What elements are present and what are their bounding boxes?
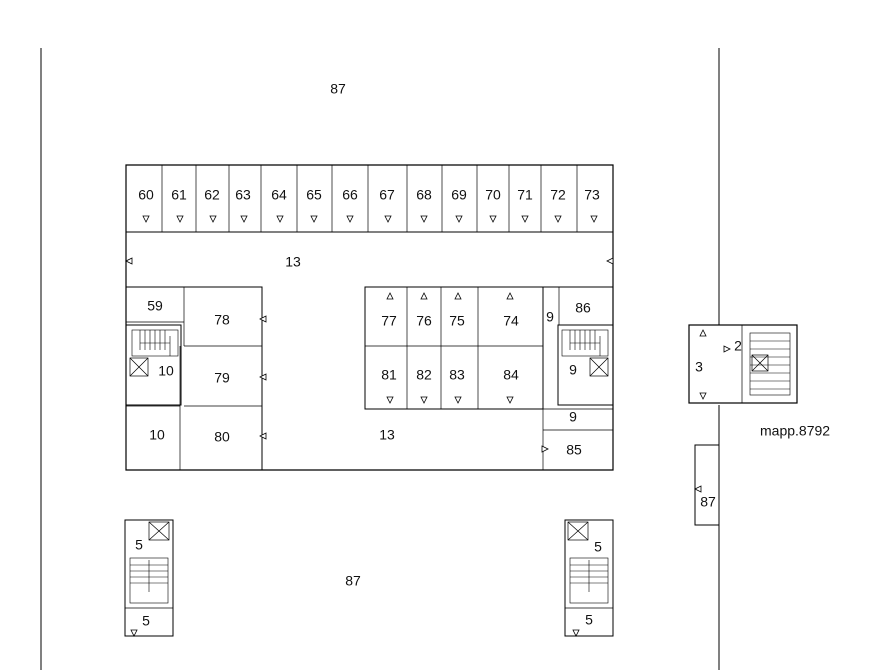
label-outer-bottom: 87: [345, 573, 361, 589]
label-unit-79: 79: [214, 370, 230, 386]
label-east-room-3: 3: [695, 359, 703, 375]
unit-label: 83: [449, 367, 465, 383]
unit-label: 60: [138, 187, 154, 203]
unit-label: 69: [451, 187, 467, 203]
label-stair-left-bottom: 5: [142, 613, 150, 629]
label-unit-86: 86: [575, 300, 591, 316]
unit-label: 81: [381, 367, 397, 383]
unit-label: 73: [584, 187, 600, 203]
unit-label: 63: [235, 187, 251, 203]
label-unit-78: 78: [214, 312, 230, 328]
label-corridor-upper: 13: [285, 254, 301, 270]
east-building: [688, 324, 798, 404]
label-core-10: 10: [158, 363, 174, 379]
label-room-10: 10: [149, 427, 165, 443]
right-block: [542, 286, 614, 470]
label-nine-c: 9: [569, 409, 577, 425]
label-nine-b: 9: [569, 362, 577, 378]
unit-label: 70: [485, 187, 501, 203]
label-stair-right-bottom: 5: [585, 612, 593, 628]
center-unit-labels: 77 76 75 74 81 82 83 84: [381, 313, 519, 383]
side-building: [694, 444, 720, 526]
unit-label: 64: [271, 187, 287, 203]
site-boundary: [40, 48, 720, 670]
main-building: [125, 164, 614, 471]
label-outer-top: 87: [330, 81, 346, 97]
unit-label: 68: [416, 187, 432, 203]
label-east-room-2: 2: [734, 338, 742, 354]
unit-label: 67: [379, 187, 395, 203]
unit-label: 74: [503, 313, 519, 329]
unit-label: 71: [517, 187, 533, 203]
unit-label: 66: [342, 187, 358, 203]
unit-label: 77: [381, 313, 397, 329]
door-arrows: [125, 215, 614, 453]
label-unit-59: 59: [147, 298, 163, 314]
label-corridor-lower: 13: [379, 427, 395, 443]
top-unit-partitions: [161, 165, 578, 232]
unit-label: 61: [171, 187, 187, 203]
stair-tower-right: [564, 519, 614, 637]
top-unit-labels: 60 61 62 63 64 65 66 67 68 69 70 71 72 7…: [138, 187, 600, 203]
unit-label: 75: [449, 313, 465, 329]
unit-label: 62: [204, 187, 220, 203]
unit-label: 82: [416, 367, 432, 383]
unit-label: 65: [306, 187, 322, 203]
left-block: [125, 286, 263, 470]
unit-label: 84: [503, 367, 519, 383]
label-stair-right-top: 5: [594, 539, 602, 555]
label-unit-80: 80: [214, 429, 230, 445]
unit-label: 76: [416, 313, 432, 329]
label-outer-side: 87: [700, 494, 716, 510]
center-block: [364, 286, 544, 410]
stair-tower-left: [124, 519, 174, 637]
label-nine-a: 9: [546, 309, 554, 325]
unit-label: 72: [550, 187, 566, 203]
label-stair-left-top: 5: [135, 537, 143, 553]
label-unit-85: 85: [566, 442, 582, 458]
label-parcel-ref: mapp.8792: [760, 423, 830, 439]
